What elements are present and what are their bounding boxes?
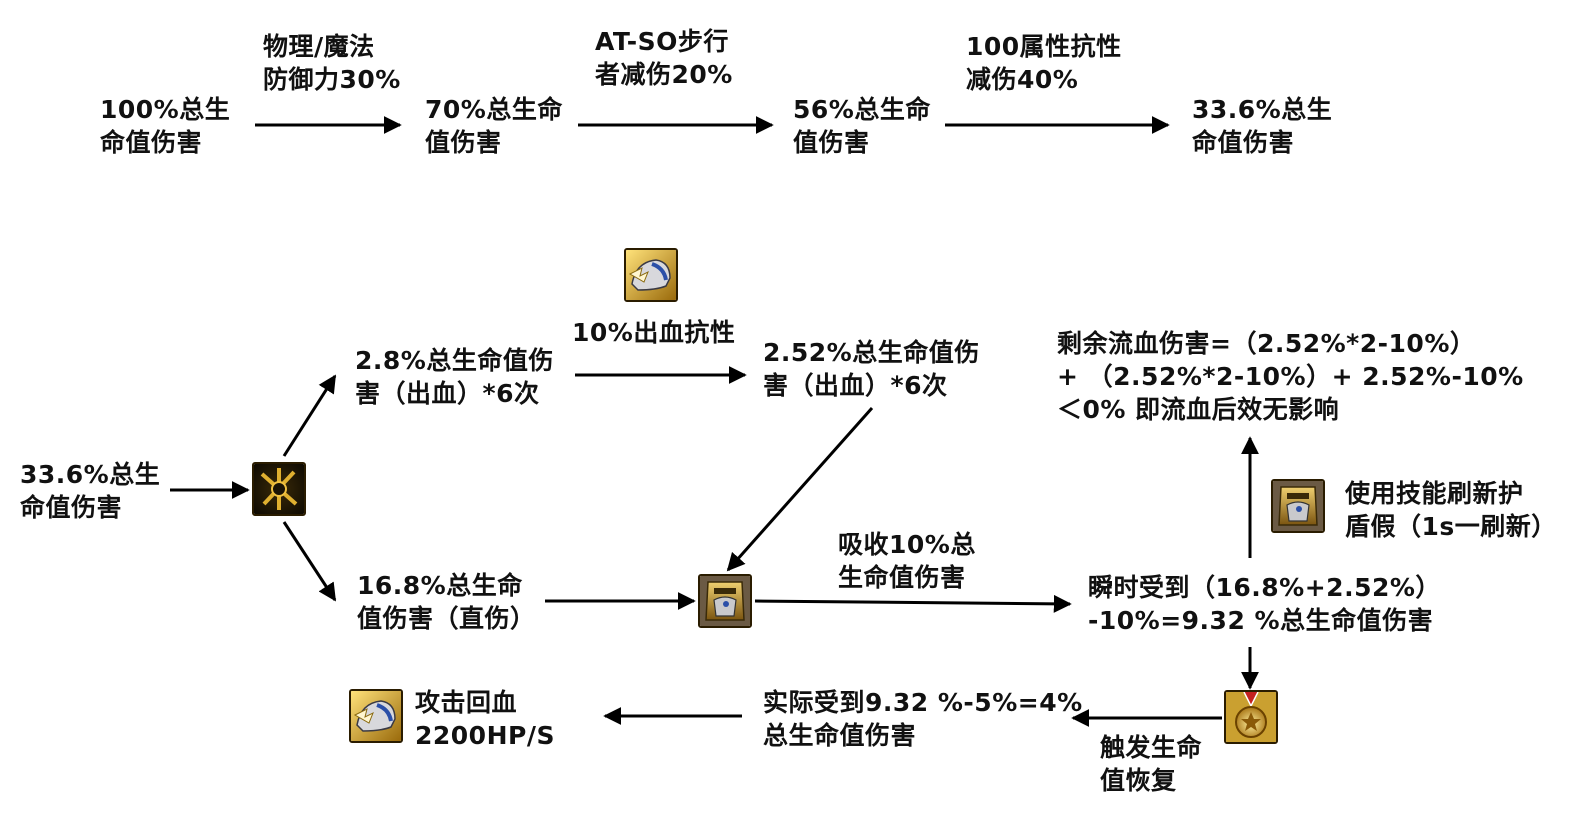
top-node-56-line-2: 值伤害	[793, 128, 870, 157]
flow-direct-line-1: 16.8%总生命	[357, 571, 523, 600]
arrow-shield-to-instant	[754, 594, 1072, 613]
flow-bleed-resist-line-1: 10%出血抗性	[572, 318, 736, 347]
dark-skill-icon	[252, 462, 306, 516]
arrow-split-to-direct	[282, 521, 337, 602]
top-edge-atso-line-2: 者减伤20%	[595, 60, 733, 89]
top-node-33-6-line-2: 命值伤害	[1192, 128, 1295, 157]
golden-armor-icon	[698, 574, 752, 628]
flow-bleed-reduced-line-1: 2.52%总生命值伤	[763, 338, 980, 367]
flow-instant-node: 瞬时受到（16.8%+2.52%） -10%=9.32 %总生命值伤害	[1088, 571, 1441, 637]
flow-instant-line-1: 瞬时受到（16.8%+2.52%）	[1088, 573, 1441, 602]
top-node-100-percent: 100%总生 命值伤害	[100, 93, 230, 159]
flow-heal-line-2: 2200HP/S	[415, 721, 555, 750]
top-node-33-6-percent: 33.6%总生 命值伤害	[1192, 93, 1332, 159]
top-edge-defense-line-2: 防御力30%	[263, 65, 401, 94]
top-edge-defense-label: 物理/魔法 防御力30%	[263, 30, 401, 96]
medal-icon	[1224, 690, 1278, 744]
top-edge-resist-line-2: 减伤40%	[966, 65, 1079, 94]
flow-actual-line-2: 总生命值伤害	[763, 721, 917, 750]
top-node-70-line-1: 70%总生命	[425, 95, 563, 124]
flow-remaining-line-3: ＜0% 即流血后效无影响	[1057, 395, 1340, 424]
flow-direct-line-2: 值伤害（直伤）	[357, 604, 536, 633]
flow-bleed-line-2: 害（出血）*6次	[355, 379, 540, 408]
arrow-split-to-bleed	[282, 374, 337, 457]
flow-absorb-line-1: 吸收10%总	[838, 530, 976, 559]
top-node-100-line-2: 命值伤害	[100, 128, 203, 157]
flow-actual-node: 实际受到9.32 %-5%=4% 总生命值伤害	[763, 686, 1083, 752]
flow-absorb-label: 吸收10%总 生命值伤害	[838, 528, 976, 594]
flow-heal-node: 攻击回血 2200HP/S	[415, 686, 555, 752]
top-edge-defense-line-1: 物理/魔法	[263, 32, 375, 61]
top-node-33-6-line-1: 33.6%总生	[1192, 95, 1333, 124]
flow-refresh-line-1: 使用技能刷新护	[1345, 479, 1524, 508]
flow-instant-line-2: -10%=9.32 %总生命值伤害	[1088, 606, 1434, 635]
winged-helmet-icon	[624, 248, 678, 302]
top-edge-atso-line-1: AT-SO步行	[595, 27, 729, 56]
flow-start-node: 33.6%总生 命值伤害	[20, 458, 160, 524]
golden-armor-icon	[1271, 479, 1325, 533]
flow-trigger-label: 触发生命 值恢复	[1100, 731, 1202, 797]
flow-refresh-line-2: 盾假（1s一刷新）	[1345, 512, 1557, 541]
top-node-56-percent: 56%总生命 值伤害	[793, 93, 931, 159]
flow-bleed-reduced-line-2: 害（出血）*6次	[763, 371, 948, 400]
flow-trigger-line-1: 触发生命	[1100, 733, 1203, 762]
flow-actual-line-1: 实际受到9.32 %-5%=4%	[763, 688, 1083, 717]
top-node-100-line-1: 100%总生	[100, 95, 231, 124]
flow-start-line-1: 33.6%总生	[20, 460, 161, 489]
flow-remaining-line-1: 剩余流血伤害=（2.52%*2-10%）	[1057, 329, 1476, 358]
top-edge-resist-line-1: 100属性抗性	[966, 32, 1122, 61]
flow-absorb-line-2: 生命值伤害	[838, 563, 966, 592]
flow-bleed-reduced-node: 2.52%总生命值伤 害（出血）*6次	[763, 336, 980, 402]
arrow-reduced-to-shield	[726, 407, 874, 572]
flow-remaining-line-2: + （2.52%*2-10%）+ 2.52%-10%	[1057, 362, 1524, 391]
flow-heal-line-1: 攻击回血	[415, 688, 518, 717]
flow-bleed-line-1: 2.8%总生命值伤	[355, 346, 554, 375]
top-node-56-line-1: 56%总生命	[793, 95, 931, 124]
flow-bleed-node: 2.8%总生命值伤 害（出血）*6次	[355, 344, 554, 410]
flow-remaining-bleed-note: 剩余流血伤害=（2.52%*2-10%） + （2.52%*2-10%）+ 2.…	[1057, 327, 1524, 426]
flow-refresh-note: 使用技能刷新护 盾假（1s一刷新）	[1345, 477, 1557, 543]
top-node-70-line-2: 值伤害	[425, 128, 502, 157]
top-edge-resist-label: 100属性抗性 减伤40%	[966, 30, 1122, 96]
flow-trigger-line-2: 值恢复	[1100, 766, 1177, 795]
flow-bleed-resist-label: 10%出血抗性	[572, 316, 735, 349]
winged-helmet-icon	[349, 689, 403, 743]
flow-start-line-2: 命值伤害	[20, 493, 123, 522]
flow-direct-node: 16.8%总生命 值伤害（直伤）	[357, 569, 536, 635]
top-node-70-percent: 70%总生命 值伤害	[425, 93, 563, 159]
top-edge-atso-label: AT-SO步行 者减伤20%	[595, 25, 733, 91]
